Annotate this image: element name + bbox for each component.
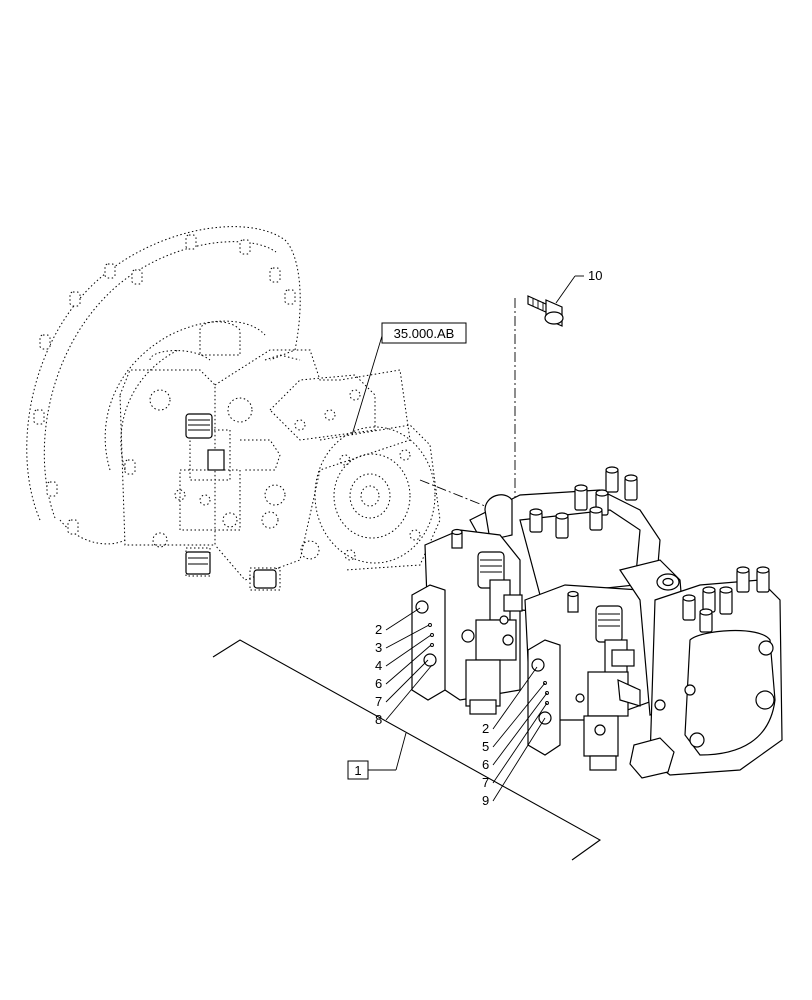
alignment-lines bbox=[419, 298, 516, 530]
callouts-section-a: 2 3 4 6 7 8 bbox=[375, 607, 433, 727]
reference-leader bbox=[351, 335, 383, 436]
callout-label-a-1: 3 bbox=[375, 640, 382, 655]
callout-label-10: 10 bbox=[588, 268, 602, 283]
callout-label-b-3: 7 bbox=[482, 775, 489, 790]
front-fittings bbox=[656, 566, 770, 633]
housing-bolt-studs bbox=[33, 234, 296, 535]
callouts-section-b: 2 5 6 7 9 bbox=[482, 666, 548, 808]
callout-10: 10 bbox=[555, 268, 602, 304]
control-valve-assembly bbox=[411, 466, 783, 779]
callout-label-b-1: 5 bbox=[482, 739, 489, 754]
group-box[interactable] bbox=[347, 760, 369, 780]
callout-label-b-2: 6 bbox=[482, 757, 489, 772]
reference-box-label: 35.000.AB bbox=[394, 326, 455, 341]
group-box-label: 1 bbox=[354, 763, 361, 778]
callout-label-a-2: 4 bbox=[375, 658, 382, 673]
bolt-part bbox=[527, 295, 564, 327]
reference-callout[interactable]: 35.000.AB bbox=[351, 322, 467, 436]
pump-solenoid-details bbox=[185, 413, 277, 589]
reference-box[interactable] bbox=[381, 322, 467, 344]
callout-label-a-5: 8 bbox=[375, 712, 382, 727]
callout-label-a-4: 7 bbox=[375, 694, 382, 709]
phantom-pump-assembly bbox=[26, 226, 441, 591]
callout-label-b-4: 9 bbox=[482, 793, 489, 808]
group-bracket bbox=[212, 639, 602, 861]
group-callout[interactable]: 1 bbox=[347, 760, 369, 780]
callout-label-a-3: 6 bbox=[375, 676, 382, 691]
callout-label-b-0: 2 bbox=[482, 721, 489, 736]
rear-fittings bbox=[529, 466, 638, 539]
callout-label-a-0: 2 bbox=[375, 622, 382, 637]
